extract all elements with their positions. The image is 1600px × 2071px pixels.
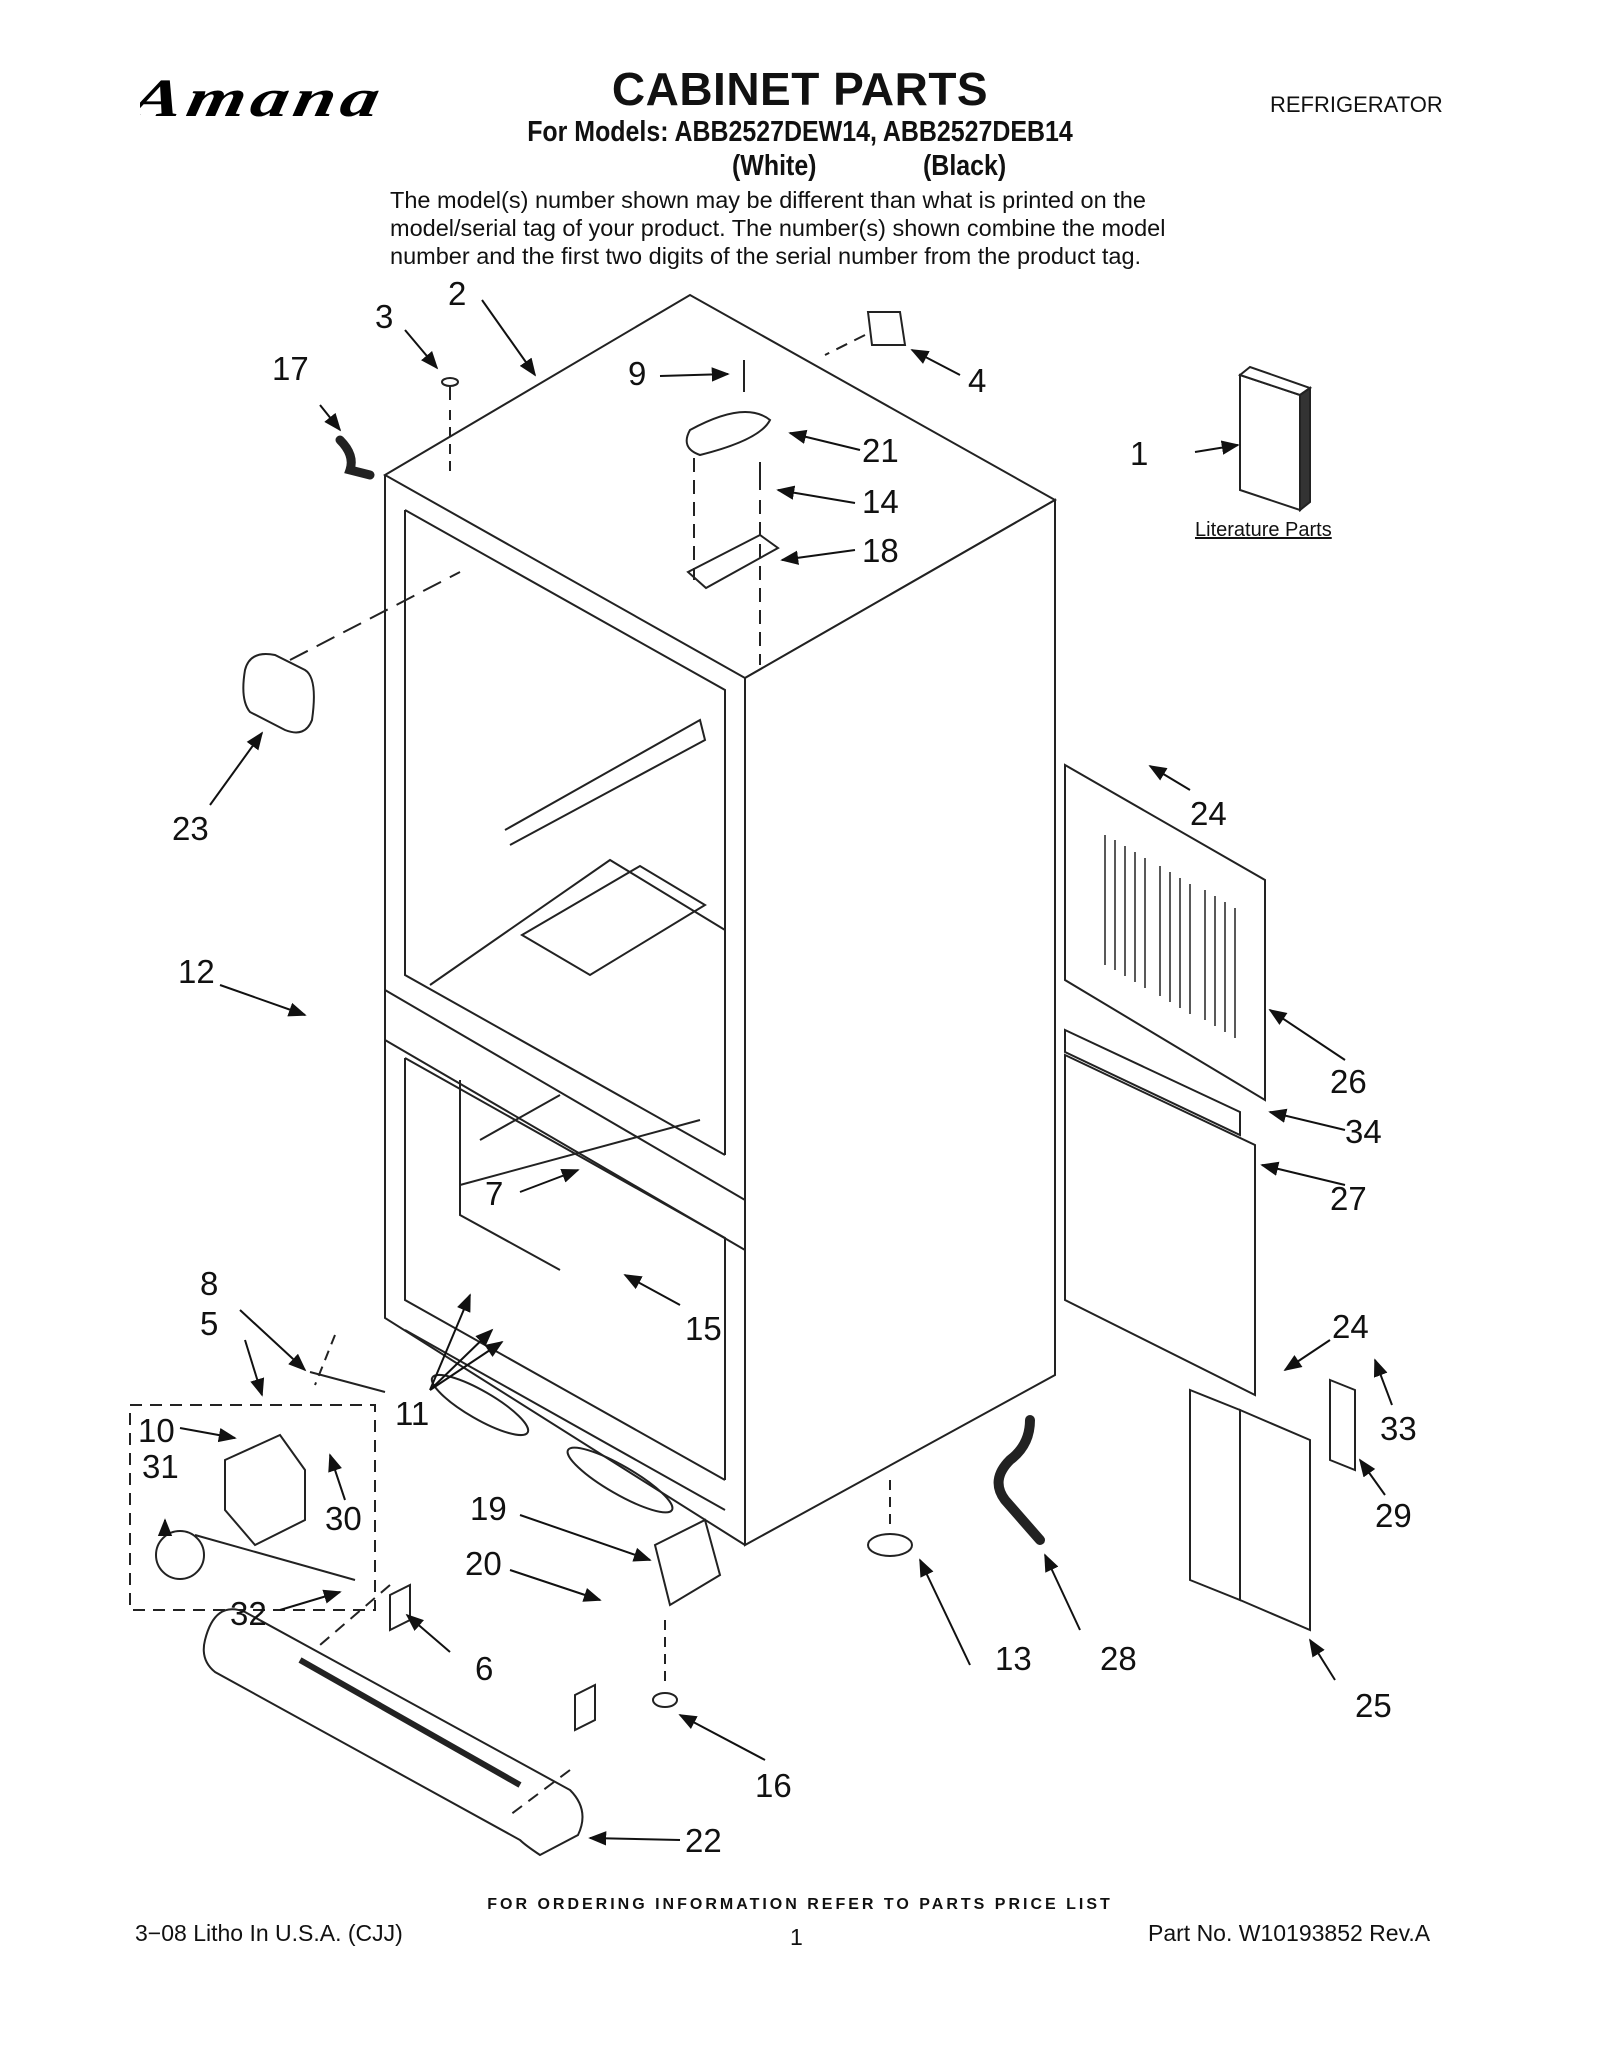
callout-16: 16 <box>755 1767 792 1804</box>
part-number: Part No. W10193852 Rev.A <box>1148 1920 1431 1946</box>
bracket-25 <box>1189 1378 1356 1632</box>
callout-10: 10 <box>138 1412 175 1449</box>
callout-33: 33 <box>1380 1410 1417 1447</box>
callout-19: 19 <box>470 1490 507 1527</box>
base-grille-22 <box>202 1608 584 1857</box>
callout-20: 20 <box>465 1545 502 1582</box>
top-hinge-assembly <box>685 360 780 665</box>
callout-22: 22 <box>685 1822 722 1859</box>
callout-27: 27 <box>1330 1180 1367 1217</box>
category-label: REFRIGERATOR <box>1270 92 1443 117</box>
callout-15: 15 <box>685 1310 722 1347</box>
display-module-23 <box>242 571 461 734</box>
page-number: 1 <box>790 1924 803 1950</box>
lower-hinge-19 <box>653 1518 722 1607</box>
caster-axle-32 <box>194 1534 356 1581</box>
model-note-line: The model(s) number shown may be differe… <box>390 187 1146 213</box>
callout-24-top: 24 <box>1190 795 1227 832</box>
clip-6 <box>389 1583 411 1632</box>
model-note: The model(s) number shown may be differe… <box>390 186 1230 270</box>
machine-panel-26 <box>1064 763 1266 1397</box>
callout-1: 1 <box>1130 435 1148 472</box>
screw-3 <box>441 377 459 478</box>
color-white-label: (White) <box>732 150 817 182</box>
callout-23: 23 <box>172 810 209 847</box>
color-black-label: (Black) <box>923 150 1007 182</box>
models-line: For Models: ABB2527DEW14, ABB2527DEB14 <box>527 116 1073 148</box>
callout-9: 9 <box>628 355 646 392</box>
literature-book <box>1237 365 1313 513</box>
callout-21: 21 <box>862 432 899 469</box>
callout-25: 25 <box>1355 1687 1392 1724</box>
litho-info: 3−08 Litho In U.S.A. (CJJ) <box>135 1920 403 1946</box>
callout-14: 14 <box>862 483 899 520</box>
callout-3: 3 <box>375 298 393 335</box>
leveler-16 <box>652 1692 678 1708</box>
caster-assembly-inset <box>129 1404 376 1611</box>
callout-5: 5 <box>200 1305 218 1342</box>
callout-11: 11 <box>395 1395 429 1432</box>
callout-18: 18 <box>862 532 899 569</box>
callout-12: 12 <box>178 953 215 990</box>
callout-7: 7 <box>485 1175 503 1212</box>
caster-wheel-31 <box>155 1530 205 1580</box>
callout-34: 34 <box>1345 1113 1382 1150</box>
callout-24-bottom: 24 <box>1332 1308 1369 1345</box>
ordering-note: FOR ORDERING INFORMATION REFER TO PARTS … <box>487 1896 1113 1913</box>
callout-31: 31 <box>142 1448 179 1485</box>
tube-17 <box>335 435 375 480</box>
label-4 <box>866 311 907 346</box>
leveler-13 <box>867 1533 913 1557</box>
callout-26: 26 <box>1330 1063 1367 1100</box>
callout-29: 29 <box>1375 1497 1412 1534</box>
hose-28 <box>993 1415 1045 1545</box>
amana-logo: Amana <box>140 69 380 129</box>
cabinet-body <box>382 293 1058 1547</box>
callout-6: 6 <box>475 1650 493 1687</box>
caster-bracket-10 <box>224 1433 306 1547</box>
clip-6 <box>574 1683 596 1732</box>
model-note-line: number and the first two digits of the s… <box>390 243 1142 269</box>
callout-32: 32 <box>230 1595 267 1632</box>
callout-17: 17 <box>272 350 309 387</box>
callout-4: 4 <box>968 362 986 399</box>
callout-28: 28 <box>1100 1640 1137 1677</box>
model-note-line: model/serial tag of your product. The nu… <box>390 215 1166 241</box>
callout-2: 2 <box>448 275 466 312</box>
page-title: CABINET PARTS <box>611 63 989 115</box>
callout-8: 8 <box>200 1265 218 1302</box>
callout-30: 30 <box>325 1500 362 1537</box>
literature-parts-label: Literature Parts <box>1195 519 1332 541</box>
callout-13: 13 <box>995 1640 1032 1677</box>
